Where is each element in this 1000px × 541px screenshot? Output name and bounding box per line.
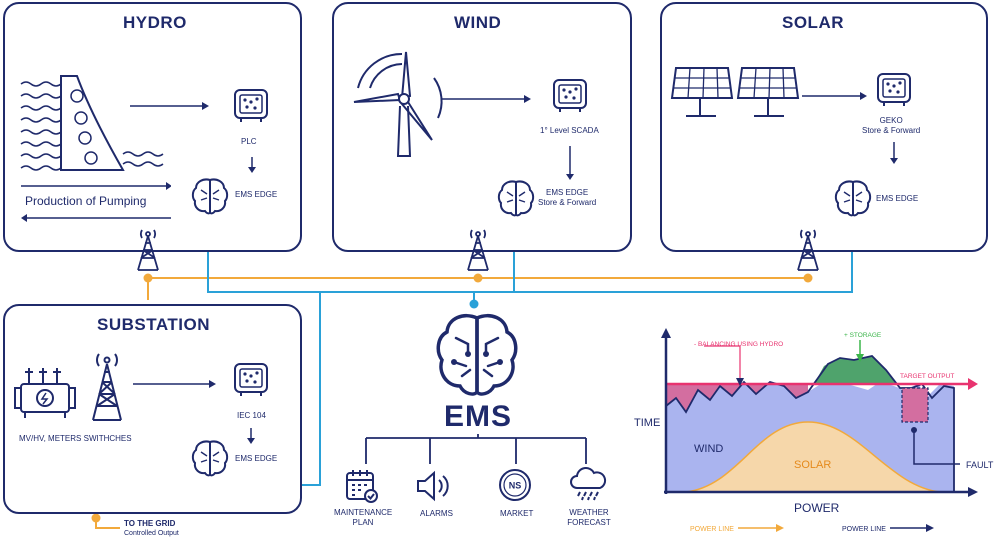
- solar-label: SOLAR: [794, 459, 831, 471]
- grid-label: TO THE GRID Controlled Output: [124, 519, 179, 539]
- iec-down-arrow: [247, 428, 255, 444]
- fault-annotation-line: [913, 430, 960, 465]
- weather-line1: WEATHER: [569, 508, 609, 517]
- legend-navy-arrowhead: [926, 524, 934, 532]
- plc-label: PLC: [241, 137, 257, 146]
- wind-arrow-to-scada: [442, 95, 531, 103]
- wind-ems-edge-brain-icon: [497, 180, 535, 217]
- fault-label: FAULT: [966, 460, 994, 470]
- solar-area: [685, 421, 941, 493]
- solar-panel: SOLAR GEKO Store & Forward E: [660, 2, 988, 252]
- ems-brain-icon: [436, 313, 518, 396]
- maintenance-line2: PLAN: [352, 518, 374, 527]
- pumping-arrows: [21, 182, 171, 222]
- storage-annotation-arrowhead: [856, 354, 864, 362]
- substation-title: SUBSTATION: [97, 315, 210, 334]
- x-axis-arrowhead: [968, 487, 978, 497]
- geko-label: GEKO Store & Forward: [862, 116, 920, 136]
- wind-label: WIND: [694, 443, 723, 455]
- y-axis-arrowhead: [661, 328, 671, 338]
- wind-ems-edge-line2: Store & Forward: [538, 198, 597, 207]
- wind-panel: WIND 1° Level SCADA E: [332, 2, 632, 252]
- geko-down-arrow: [890, 142, 898, 164]
- geko-line1: GEKO: [879, 116, 903, 125]
- geko-device-icon: [877, 73, 911, 106]
- hydro-title: HYDRO: [123, 13, 187, 32]
- alarms-label: ALARMS: [420, 509, 453, 518]
- market-label: MARKET: [500, 509, 534, 518]
- solar-ems-edge-brain-icon: [834, 180, 872, 217]
- wind-title: WIND: [454, 13, 502, 32]
- speaker-icon: [417, 470, 449, 502]
- transformer-icon: [14, 368, 76, 418]
- legend-orange-arrowhead: [776, 524, 784, 532]
- equipment-label: MV/HV, METERS SWITHCHES: [19, 434, 132, 443]
- wind-tower-icon: [467, 229, 489, 271]
- fault-gap: [901, 387, 929, 423]
- hydro-balancing-area: [666, 382, 808, 412]
- hydro-arrow-to-plc: [130, 102, 209, 110]
- balancing-label: - BALANCING USING HYDRO: [694, 341, 783, 348]
- pumping-label: Production of Pumping: [25, 194, 147, 208]
- hydro-ems-edge-brain-icon: [191, 178, 229, 215]
- substation-ems-edge-brain-icon: [191, 440, 229, 477]
- cloud-rain-icon: [570, 467, 607, 501]
- wind-turbine-icon: [353, 51, 443, 157]
- storage-area: [814, 356, 896, 384]
- grid-title: TO THE GRID: [124, 519, 176, 528]
- substation-ems-edge-label: EMS EDGE: [235, 454, 278, 463]
- target-output-arrowhead: [968, 378, 978, 390]
- balancing-annotation-line: [704, 345, 741, 382]
- ns-market-icon: NS: [499, 469, 531, 501]
- solar-panels-icon: [670, 67, 800, 117]
- ems-title: EMS: [443, 400, 512, 433]
- weather-label: WEATHER FORECAST: [562, 508, 616, 528]
- fault-annotation-dot: [911, 427, 917, 433]
- scada-label: 1° Level SCADA: [540, 126, 599, 135]
- y-axis-label: TIME: [634, 417, 660, 429]
- wind-ems-edge-line1: EMS EDGE: [546, 188, 589, 197]
- solar-title: SOLAR: [782, 13, 844, 32]
- substation-tower-icon: [92, 353, 122, 421]
- power-balance-chart: TIME POWER - BALANCING USING HYDRO + STO…: [634, 328, 994, 533]
- wind-ems-edge-label: EMS EDGE Store & Forward: [538, 188, 596, 208]
- hydro-tower-icon: [137, 229, 159, 271]
- balancing-annotation-arrowhead: [736, 378, 744, 386]
- plc-down-arrow: [248, 157, 256, 173]
- iec-label: IEC 104: [237, 411, 266, 420]
- ems-service-tree: [365, 434, 587, 464]
- svg-text:NS: NS: [509, 481, 522, 491]
- solar-arrow-to-geko: [802, 92, 867, 100]
- substation-panel: SUBSTATION MV/HV, METERS SWITHCHES: [3, 304, 302, 514]
- plc-device-icon: [234, 89, 268, 122]
- solar-ems-edge-label: EMS EDGE: [876, 194, 919, 203]
- grid-subtitle: Controlled Output: [124, 530, 179, 537]
- legend-orange-label: POWER LINE: [690, 526, 734, 533]
- scada-device-icon: [553, 79, 587, 112]
- substation-arrow-to-iec: [133, 380, 216, 388]
- x-axis-label: POWER: [794, 501, 840, 515]
- storage-label: + STORAGE: [844, 332, 882, 339]
- maintenance-line1: MAINTENANCE: [334, 508, 393, 517]
- hydro-ems-edge-label: EMS EDGE: [235, 190, 278, 199]
- hydro-dam-icon: [20, 75, 164, 171]
- target-label: TARGET OUTPUT: [900, 373, 954, 380]
- legend-navy-label: POWER LINE: [842, 526, 886, 533]
- maintenance-label: MAINTENANCE PLAN: [334, 508, 392, 528]
- calendar-icon: [346, 470, 378, 503]
- scada-down-arrow: [566, 146, 574, 180]
- geko-line2: Store & Forward: [862, 126, 921, 135]
- solar-tower-icon: [797, 229, 819, 271]
- weather-line2: FORECAST: [567, 518, 611, 527]
- power-line-nodes: [91, 273, 813, 523]
- iec-device-icon: [234, 363, 268, 396]
- hydro-panel: HYDRO PLC: [3, 2, 302, 252]
